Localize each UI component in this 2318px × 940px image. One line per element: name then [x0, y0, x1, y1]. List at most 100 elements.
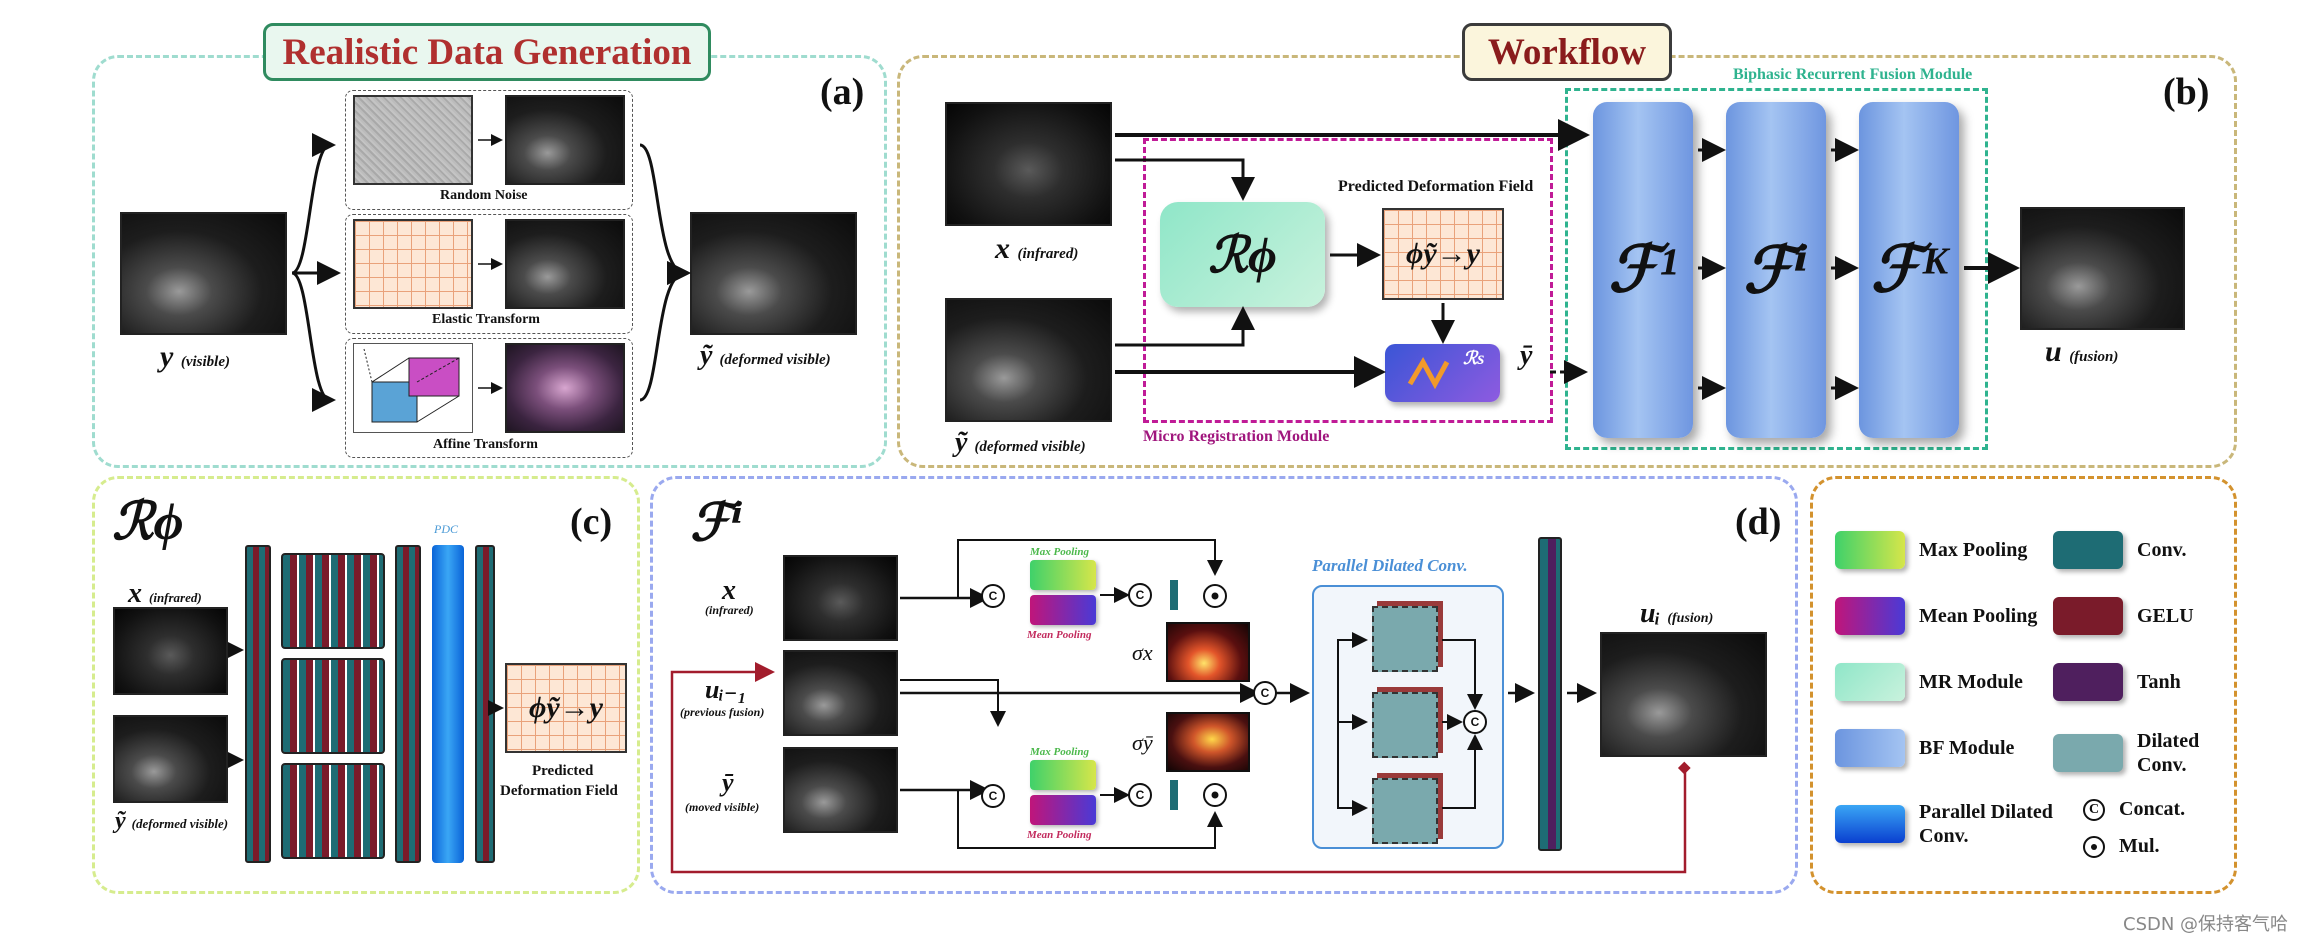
panel-c-deformed-image [113, 715, 228, 803]
panel-c-pdf-line1: Predicted [532, 763, 594, 779]
panel-c-conv-gelu-bar-1 [245, 545, 271, 863]
predicted-deformation-field-label: Predicted Deformation Field [1338, 178, 1534, 195]
legend-panel [1810, 476, 2237, 894]
random-noise-box [345, 90, 633, 210]
elastic-transform-box [345, 214, 633, 334]
elastic-result [505, 219, 625, 309]
panel-d-moved-visible-image [783, 747, 898, 833]
panel-d-x-caption: (infrared) [705, 603, 754, 617]
affine-cube-icon [353, 343, 473, 433]
panel-d-fusion-output-image [1600, 632, 1767, 757]
legend-mr-module-swatch [1835, 663, 1905, 701]
r-phi-block: ℛϕ [1160, 202, 1325, 307]
panel-d-label: (d) [1735, 501, 1782, 543]
fusion-output-image [2020, 207, 2185, 330]
panel-d-ybar-symbol: ȳ [722, 768, 734, 797]
panel-d-uprev-symbol: uᵢ₋₁ [705, 675, 747, 704]
legend-mean-pooling-swatch [1835, 597, 1905, 635]
panel-d-sigma-x-map [1166, 622, 1250, 682]
legend-bf-module-swatch [1835, 729, 1905, 767]
panel-c-r-phi [92, 476, 640, 894]
panel-c-pdc-bar [432, 545, 464, 863]
panel-c-yt-caption: ỹ (deformed visible) [115, 808, 229, 834]
affine-transform-label: Affine Transform [433, 437, 538, 452]
panel-a-label: (a) [820, 71, 865, 113]
fk-block: ℱᴷ [1859, 102, 1959, 438]
panel-c-phi-symbol: ϕỹ→y [529, 691, 603, 724]
legend-pdc-swatch [1835, 805, 1905, 843]
elastic-grid-image [353, 219, 473, 309]
deformation-field-grid: ϕỹ→y [1382, 208, 1504, 300]
legend-mean-pooling: Mean Pooling [1835, 597, 2037, 635]
dilated-conv-kernel-2 [1372, 692, 1438, 758]
output-deformed-visible-image [690, 212, 857, 335]
panel-d-mean-pooling-bottom [1030, 795, 1096, 825]
deformed-visible-image [945, 298, 1112, 422]
panel-d-max-pooling-top-label: Max Pooling [1030, 546, 1089, 558]
biphasic-recurrent-fusion-label: Biphasic Recurrent Fusion Module [1733, 66, 1973, 83]
deformed-visible-caption: ỹ (deformed visible) [955, 427, 1086, 458]
panel-d-pdc-title: Parallel Dilated Conv. [1312, 556, 1468, 575]
r-phi-symbol: ℛϕ [1208, 226, 1277, 283]
panel-c-residual-block-3 [281, 763, 385, 859]
panel-d-max-pooling-top [1030, 560, 1096, 590]
phi-symbol: ϕỹ→y [1406, 237, 1480, 270]
panel-d-sigma-y: σȳ [1132, 730, 1153, 755]
panel-c-deformation-grid: ϕỹ→y [505, 663, 627, 753]
panel-d-x-symbol: x [722, 575, 736, 606]
dilated-conv-kernel-3 [1372, 778, 1438, 844]
panel-d-sigma-x: σx [1132, 640, 1153, 665]
legend-concat: C Concat. [2083, 798, 2185, 821]
panel-d-infrared-image [783, 555, 898, 641]
rs-symbol: ℛs [1463, 348, 1485, 368]
random-noise-result [505, 95, 625, 185]
panel-c-label: (c) [570, 501, 613, 543]
output-deformed-caption: ỹ (deformed visible) [700, 340, 831, 371]
legend-gelu-swatch [2053, 597, 2123, 635]
panel-d-prev-fusion-image [783, 650, 898, 736]
legend-max-pooling-swatch [1835, 531, 1905, 569]
fi-block: ℱⁱ [1726, 102, 1826, 438]
watermark: CSDN @保持客气哈 [2123, 914, 2289, 935]
affine-transform-box [345, 338, 633, 458]
panel-d-conv-top [1170, 580, 1178, 610]
panel-c-x-caption: x (infrared) [128, 578, 202, 609]
legend-tanh-swatch [2053, 663, 2123, 701]
panel-d-ybar-caption: (moved visible) [685, 800, 760, 814]
panel-c-title: ℛϕ [112, 494, 184, 551]
fusion-output-caption: u (fusion) [2045, 335, 2119, 368]
affine-result [505, 343, 625, 433]
mul-icon [2083, 835, 2105, 858]
panel-d-max-pooling-bottom-label: Max Pooling [1030, 746, 1089, 758]
random-noise-image [353, 95, 473, 185]
legend-mr-module: MR Module [1835, 663, 2023, 701]
panel-c-conv-gelu-bar-3 [475, 545, 495, 863]
panel-d-sigma-y-map [1166, 712, 1250, 772]
legend-conv: Conv. [2053, 531, 2186, 569]
panel-b-title: Workflow [1462, 23, 1672, 81]
panel-c-infrared-image [113, 607, 228, 695]
panel-d-u-out-caption: uᵢ (fusion) [1640, 598, 1714, 629]
micro-registration-module-box [1143, 138, 1553, 423]
legend-dilated-conv: Dilated Conv. [2053, 729, 2227, 777]
legend-mul: Mul. [2083, 835, 2160, 858]
legend-gelu: GELU [2053, 597, 2194, 635]
panel-a-title: Realistic Data Generation [263, 23, 711, 81]
panel-c-residual-block-1 [281, 553, 385, 649]
f1-block: ℱ¹ [1593, 102, 1693, 438]
legend-max-pooling: Max Pooling [1835, 531, 2027, 569]
rs-warp-block: ℛs [1385, 344, 1500, 402]
concat-icon: C [2083, 798, 2105, 821]
legend-bf-module: BF Module [1835, 729, 2014, 767]
infrared-caption: x (infrared) [995, 232, 1079, 265]
legend-conv-swatch [2053, 531, 2123, 569]
legend-dilated-conv-swatch [2053, 734, 2123, 772]
ybar-symbol-b: ȳ [1520, 340, 1533, 371]
panel-c-pdc-label: PDC [434, 522, 458, 536]
panel-b-label: (b) [2163, 71, 2210, 113]
random-noise-label: Random Noise [440, 188, 528, 203]
panel-d-f-i [650, 476, 1798, 894]
legend-parallel-dilated-conv: Parallel Dilated Conv. [1835, 800, 2069, 848]
legend-tanh: Tanh [2053, 663, 2181, 701]
panel-c-pdf-line2: Deformation Field [500, 783, 618, 799]
